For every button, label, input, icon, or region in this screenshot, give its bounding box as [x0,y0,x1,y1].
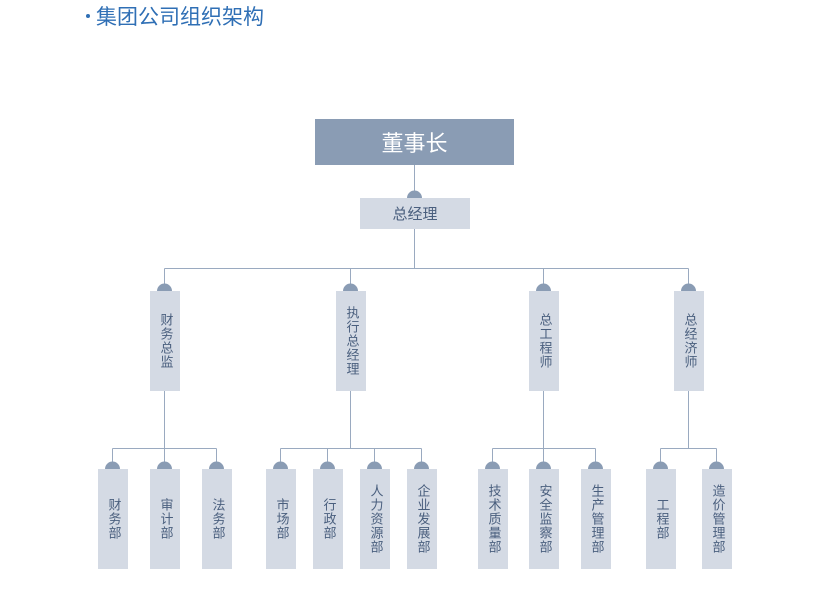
dept-finance: 财务部 [98,469,128,569]
branch-cfo: 财务总监 [150,291,180,391]
dept-audit: 审计部 [150,469,180,569]
branch-executive-gm: 执行总经理 [336,291,366,391]
dept-safety-supervision: 安全监察部 [529,469,559,569]
chairman-box: 董事长 [315,119,514,165]
page-title-text: 集团公司组织架构 [96,5,264,29]
dept-production-management: 生产管理部 [581,469,611,569]
page-title: 集团公司组织架构 [86,4,264,30]
dept-administration: 行政部 [313,469,343,569]
dept-legal: 法务部 [202,469,232,569]
dept-enterprise-development: 企业发展部 [407,469,437,569]
dept-marketing: 市场部 [266,469,296,569]
branch-chief-engineer: 总工程师 [529,291,559,391]
dept-human-resources: 人力资源部 [360,469,390,569]
dept-engineering: 工程部 [646,469,676,569]
dept-cost-management: 造价管理部 [702,469,732,569]
dept-technical-quality: 技术质量部 [478,469,508,569]
general-manager-box: 总经理 [360,198,470,229]
bullet-icon [86,14,90,18]
branch-chief-economist: 总经济师 [674,291,704,391]
